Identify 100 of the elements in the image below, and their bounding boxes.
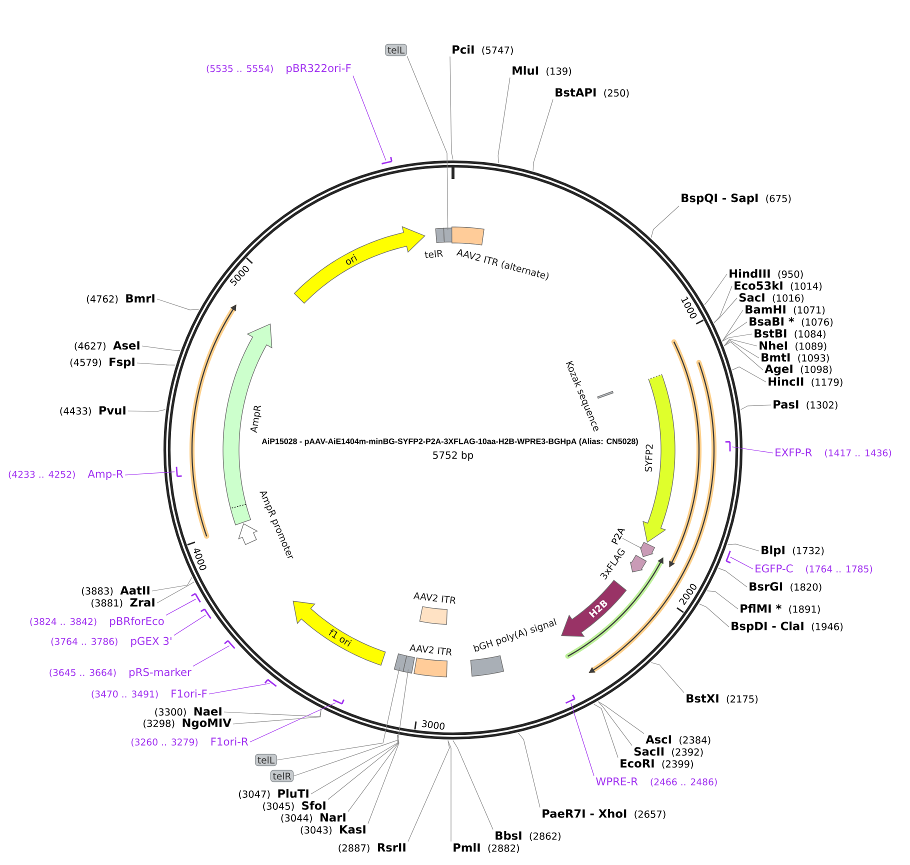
primer-mark — [224, 640, 236, 650]
primer-label: (3824 .. 3842) pBRforEco — [30, 616, 164, 628]
leader-line — [650, 662, 684, 693]
primer-label: (3260 .. 3279) F1ori-R — [132, 737, 248, 747]
tag-badge: telR — [270, 770, 294, 782]
leader-line — [732, 366, 766, 382]
site-label: PasI (1302) — [774, 400, 838, 410]
site-label: BsaBI * (1076) — [750, 317, 833, 327]
leader-line — [310, 734, 398, 794]
leader-line — [152, 577, 192, 592]
leader-line — [408, 740, 450, 842]
primer-mark — [176, 466, 182, 478]
leader-line — [518, 732, 540, 808]
leader-line — [250, 702, 336, 742]
site-label: BstBI (1084) — [754, 329, 826, 339]
leader-line — [594, 704, 618, 758]
feature-label: P2A — [611, 528, 626, 545]
site-label: BbsI (2862) — [496, 831, 560, 841]
leader-line — [724, 341, 764, 370]
leader-line — [136, 362, 176, 366]
primer-label: (3645 .. 3664) pRS-marker — [50, 668, 192, 678]
primer-label: EXFP-R (1417 .. 1436) — [776, 448, 892, 458]
feature-block — [640, 542, 656, 558]
primer-label: (5535 .. 5554) pBR322ori-F — [206, 64, 351, 74]
site-label: (2887) RsrII — [338, 843, 406, 853]
leader-line — [718, 568, 748, 588]
site-label: (4433) PvuI — [60, 406, 126, 416]
leader-line — [722, 310, 744, 342]
site-label: (3300) NaeI — [155, 707, 222, 717]
tag-badge: telL — [254, 754, 278, 766]
site-label: HindIII (950) — [730, 269, 803, 279]
primer-mark — [332, 698, 344, 705]
primer-mark — [564, 694, 576, 704]
leader-line — [452, 740, 494, 830]
feature-block: AAV2 ITR — [413, 592, 456, 625]
leader-line — [352, 75, 386, 161]
leader-line — [598, 701, 644, 734]
site-label: BstXI (2175) — [686, 694, 758, 704]
leader-line — [448, 740, 452, 842]
site-label: BspDI - ClaI (1946) — [732, 622, 843, 632]
site-label: (3045) SfoI — [263, 801, 326, 811]
leader-line — [124, 471, 175, 476]
leader-line — [406, 56, 448, 230]
leader-line — [724, 340, 760, 358]
feature-block: telR — [424, 228, 445, 258]
leader-line — [192, 645, 230, 667]
leader-line — [166, 598, 196, 616]
leader-line — [174, 614, 206, 636]
feature-block: ori — [294, 226, 426, 304]
site-label: (4762) BmrI — [86, 294, 154, 304]
leader-line — [714, 286, 732, 323]
site-label: BsrGI (1820) — [750, 582, 822, 592]
site-label: PciI (5747) — [452, 45, 513, 55]
site-label: EcoRI (2399) — [620, 759, 693, 769]
site-label: PmlI (2882) — [454, 843, 519, 853]
leader-line — [727, 544, 760, 552]
site-label: (3298) NgoMIV — [144, 718, 232, 730]
site-label: SacII (2392) — [634, 747, 703, 757]
leader-line — [598, 701, 632, 746]
feature-block: AAV2 ITR — [409, 644, 452, 678]
leader-line — [232, 708, 322, 724]
primer-mark — [200, 608, 212, 620]
leader-line — [293, 669, 409, 776]
site-label: (3047) PluTI — [239, 789, 308, 799]
site-label: HincII (1179) — [768, 377, 842, 387]
tag-badge: telL — [384, 44, 408, 56]
leader-line — [722, 334, 752, 342]
site-label: (3883) AatII — [82, 586, 150, 596]
site-label: (3043) KasI — [300, 825, 366, 835]
feature-block — [402, 655, 415, 674]
leader-line — [450, 56, 454, 160]
primer-label: EGFP-C (1764 .. 1785) — [756, 564, 872, 574]
primer-mark — [264, 678, 278, 688]
primer-label: WPRE-R (2466 .. 2486) — [596, 778, 717, 787]
leader-line — [704, 274, 728, 306]
leader-line — [740, 404, 772, 410]
site-label: SacI (1016) — [739, 293, 804, 303]
leader-line — [156, 582, 194, 604]
node-label: AAV2 ITR — [409, 644, 452, 656]
leader-line — [276, 667, 400, 760]
site-label: (3881) ZraI — [92, 598, 154, 608]
primer-label: (4233 .. 4252) Amp-R — [8, 470, 124, 480]
size-label: 5752 bp — [433, 451, 474, 461]
node-label: telR — [424, 250, 444, 258]
site-label: BmtI (1093) — [762, 353, 829, 363]
primer-mark — [381, 156, 392, 164]
feature-block: SYFP2 — [642, 374, 676, 543]
leader-line — [532, 99, 554, 172]
primer-mark — [724, 441, 731, 452]
leader-line — [156, 298, 200, 310]
leader-line — [128, 409, 166, 412]
site-label: (4627) AseI — [74, 341, 140, 351]
site-label: AscI (2384) — [646, 735, 710, 745]
tick-label: 4000 — [194, 548, 206, 570]
primer-mark — [726, 550, 732, 564]
site-label: NheI (1089) — [760, 341, 826, 351]
site-label: BamHI (1071) — [746, 305, 825, 315]
leader-line — [570, 702, 594, 776]
site-label: BlpI (1732) — [762, 546, 824, 556]
tick-label: 3000 — [422, 720, 445, 730]
